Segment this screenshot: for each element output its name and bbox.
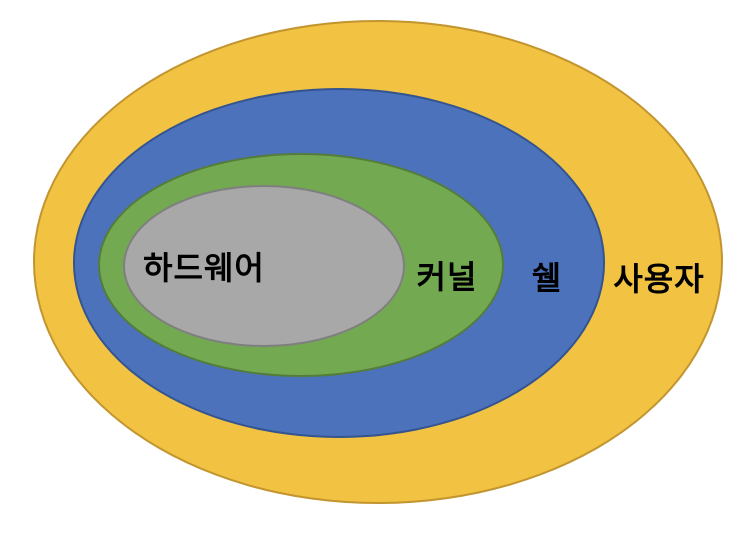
kernel-layer-label: 커널 (416, 259, 478, 295)
user-layer-label: 사용자 (613, 261, 705, 297)
hardware-layer-label: 하드웨어 (143, 250, 265, 286)
hardware-layer-ellipse (123, 185, 405, 347)
shell-layer-label: 쉘 (531, 260, 563, 296)
